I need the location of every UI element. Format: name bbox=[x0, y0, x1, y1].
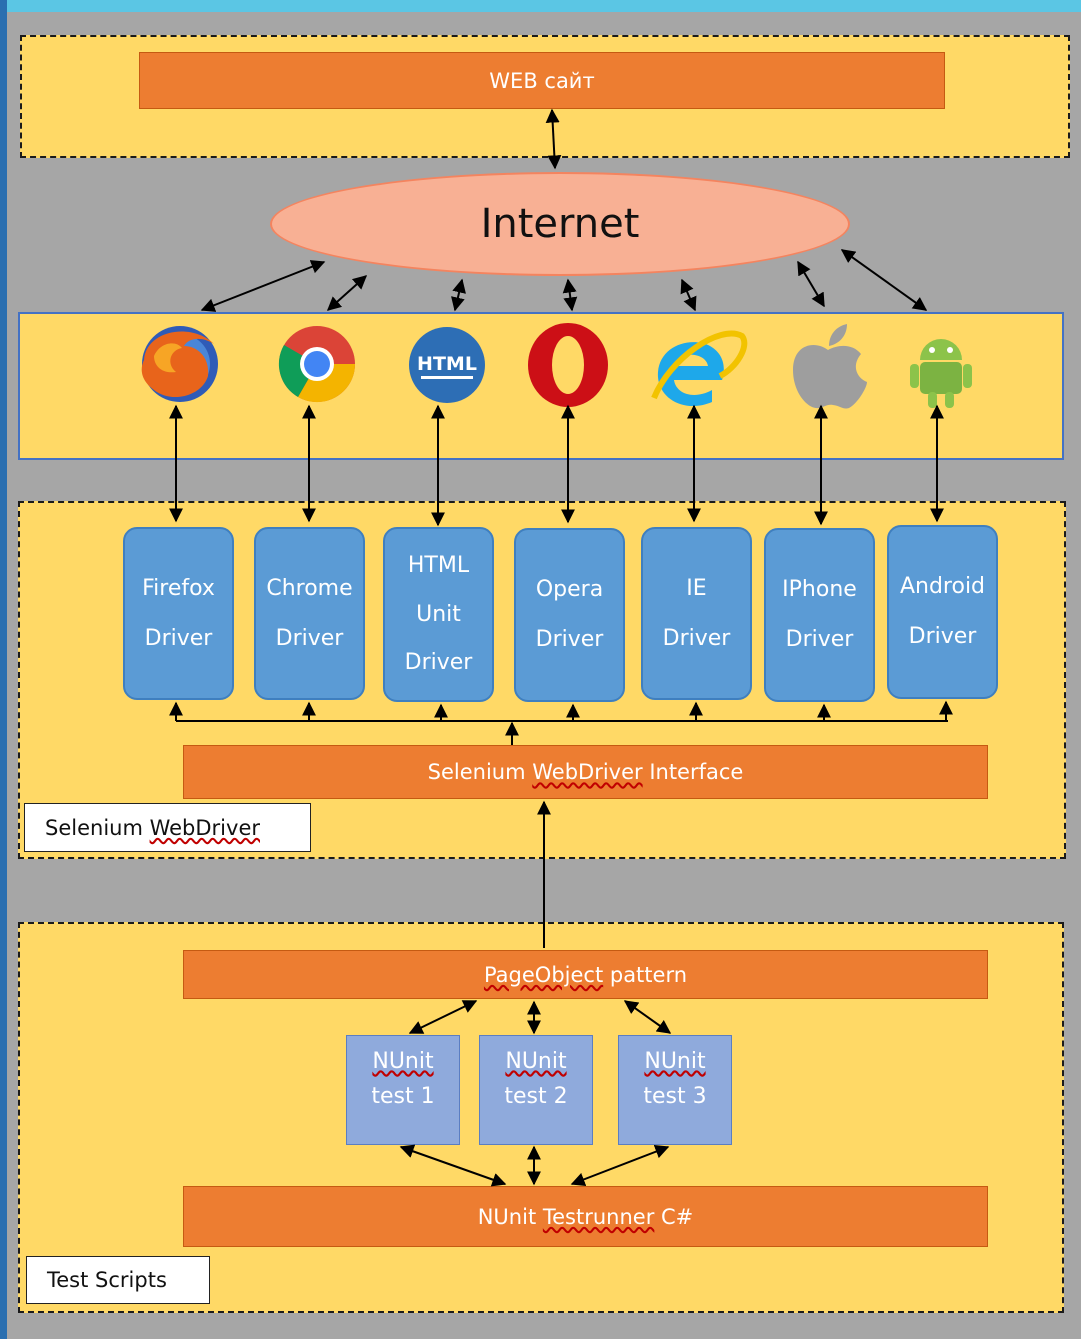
test-scripts-label: Test Scripts bbox=[26, 1256, 210, 1304]
driver-line3: Driver bbox=[404, 649, 473, 675]
ie-icon bbox=[651, 330, 748, 407]
test-num: test 1 bbox=[371, 1084, 435, 1110]
internet-label: Internet bbox=[480, 201, 640, 247]
firefox-icon bbox=[141, 326, 218, 402]
nunit-test-2: NUnit test 2 bbox=[479, 1035, 593, 1145]
interface-text-post: Interface bbox=[642, 760, 744, 784]
test-name: NUnit bbox=[372, 1049, 434, 1074]
test-name: NUnit bbox=[505, 1049, 567, 1074]
android-driver-box: Android Driver bbox=[887, 525, 998, 699]
pageobject-squiggle: PageObject bbox=[483, 962, 604, 987]
test-num: test 3 bbox=[643, 1084, 707, 1110]
driver-line2: Driver bbox=[144, 625, 213, 651]
driver-line1: Chrome bbox=[266, 575, 353, 601]
test-num: test 2 bbox=[504, 1084, 568, 1110]
left-accent-bar bbox=[0, 0, 7, 1339]
driver-line1: IE bbox=[686, 575, 707, 601]
driver-line2: Driver bbox=[535, 627, 604, 652]
ie-driver-box: IE Driver bbox=[641, 527, 752, 700]
driver-line2: Driver bbox=[662, 625, 731, 651]
selenium-label-squiggle: WebDriver bbox=[149, 815, 260, 840]
iphone-driver-box: IPhone Driver bbox=[764, 528, 875, 702]
android-icon bbox=[910, 339, 972, 408]
driver-line1: Android bbox=[899, 574, 986, 599]
firefox-driver-box: Firefox Driver bbox=[123, 527, 234, 700]
apple-icon bbox=[793, 324, 867, 409]
opera-icon bbox=[528, 323, 608, 407]
htmlunit-driver-box: HTML Unit Driver bbox=[383, 527, 494, 702]
chrome-driver-box: Chrome Driver bbox=[254, 527, 365, 700]
driver-line2: Driver bbox=[275, 625, 344, 651]
website-bar: WEB сайт bbox=[139, 52, 945, 109]
driver-line2: Driver bbox=[908, 624, 977, 649]
interface-text-pre: Selenium bbox=[427, 760, 533, 784]
webdriver-interface-bar: Selenium WebDriver Interface bbox=[183, 745, 988, 799]
driver-line2: Unit bbox=[416, 601, 461, 627]
testrunner-post: C# bbox=[654, 1204, 694, 1229]
nunit-test-1: NUnit test 1 bbox=[346, 1035, 460, 1145]
html-icon: HTML bbox=[409, 327, 485, 403]
svg-text:HTML: HTML bbox=[417, 353, 477, 375]
internet-cloud: Internet bbox=[270, 172, 850, 276]
pageobject-post: pattern bbox=[603, 962, 688, 987]
testrunner-squiggle: Testrunner bbox=[542, 1204, 655, 1229]
pageobject-bar: PageObject pattern bbox=[183, 950, 988, 999]
nunit-test-3: NUnit test 3 bbox=[618, 1035, 732, 1145]
interface-text-squiggle: WebDriver bbox=[532, 760, 643, 784]
selenium-label-pre: Selenium bbox=[45, 815, 150, 840]
driver-line2: Driver bbox=[785, 627, 854, 652]
testrunner-bar: NUnit Testrunner C# bbox=[183, 1186, 988, 1247]
test-name: NUnit bbox=[644, 1049, 706, 1074]
testrunner-pre: NUnit bbox=[477, 1204, 543, 1229]
driver-line1: Opera bbox=[535, 577, 604, 602]
driver-line1: Firefox bbox=[142, 575, 215, 601]
chrome-icon bbox=[278, 326, 356, 403]
top-accent-bar bbox=[0, 0, 1081, 12]
driver-line1: IPhone bbox=[782, 577, 857, 602]
opera-driver-box: Opera Driver bbox=[514, 528, 625, 702]
selenium-webdriver-label: Selenium WebDriver bbox=[24, 803, 311, 852]
driver-line1: HTML bbox=[407, 553, 470, 579]
